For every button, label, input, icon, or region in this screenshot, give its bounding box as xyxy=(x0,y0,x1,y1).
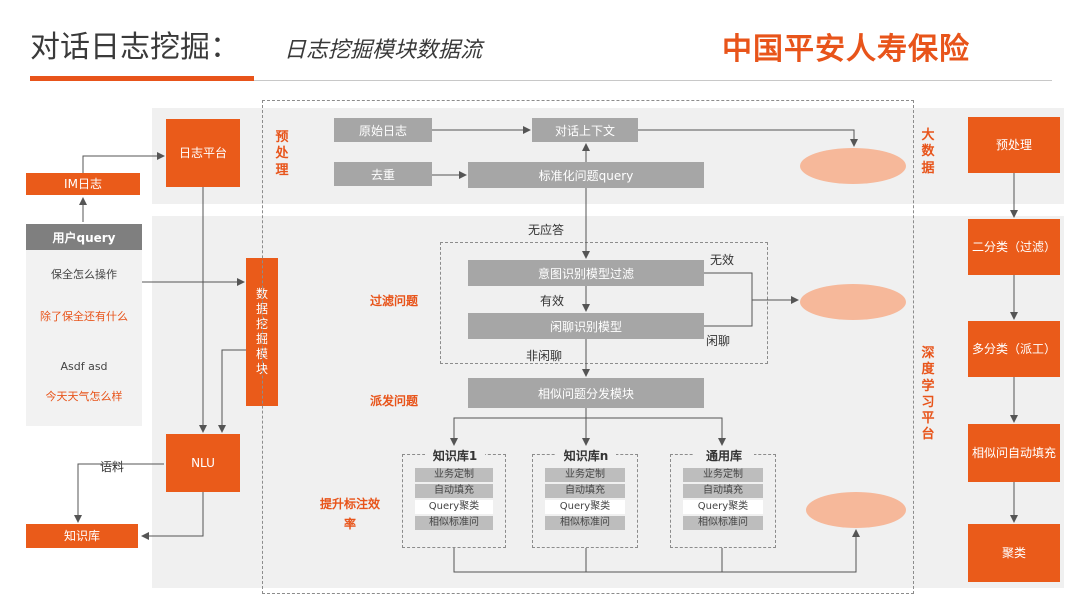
kb-1: 知识库1 业务定制 自动填充 Query聚类 相似标准问 xyxy=(402,447,506,548)
bigdata-label: 大数据 xyxy=(921,128,935,176)
kb-1-item-1: 业务定制 xyxy=(415,468,493,482)
kb-n-item-2: 自动填充 xyxy=(545,484,625,498)
kb-1-item-4: 相似标准问 xyxy=(415,516,493,530)
user-query-panel xyxy=(26,224,142,426)
kb-general-item-2: 自动填充 xyxy=(683,484,763,498)
page-subtitle: 日志挖掘模块数据流 xyxy=(284,38,483,63)
brand-logo: 中国平安人寿保险 xyxy=(722,32,970,67)
kb-n-item-1: 业务定制 xyxy=(545,468,625,482)
filter-label: 过滤问题 xyxy=(370,294,419,308)
mining-region xyxy=(262,100,914,594)
knowledge-base-box: 知识库 xyxy=(26,524,138,548)
non-chitchat-label: 非闲聊 xyxy=(526,349,563,363)
right-cluster-box: 聚类 xyxy=(968,524,1060,582)
kb-general-title: 通用库 xyxy=(694,447,754,464)
preprocess-label: 预处理 xyxy=(275,130,289,178)
chitchat-model-box: 闲聊识别模型 xyxy=(468,313,704,339)
kb-general: 通用库 业务定制 自动填充 Query聚类 相似标准问 xyxy=(670,447,776,548)
raw-log-box: 原始日志 xyxy=(334,118,432,142)
chitchat-label: 闲聊 xyxy=(706,334,731,348)
right-multiclass-box: 多分类（派工） xyxy=(968,321,1060,377)
right-preprocess-box: 预处理 xyxy=(968,117,1060,173)
kb-n-item-3: Query聚类 xyxy=(545,500,625,514)
bigdata-ellipse xyxy=(800,148,906,184)
kb-n-title: 知识库n xyxy=(556,447,616,464)
right-binary-box: 二分类（过滤） xyxy=(968,219,1060,275)
invalid-label: 无效 xyxy=(710,253,735,267)
dispatch-box: 相似问题分发模块 xyxy=(468,378,704,408)
standard-query-box: 标准化问题query xyxy=(468,162,704,188)
query-item-3: Asdf asd xyxy=(60,360,108,373)
data-mining-module-label: 数据挖掘模块 xyxy=(255,287,268,376)
filter-ellipse xyxy=(800,284,906,320)
query-item-4: 今天天气怎么样 xyxy=(45,390,123,403)
nlu-box: NLU xyxy=(166,434,240,492)
log-platform-box: 日志平台 xyxy=(166,119,240,187)
page-title: 对话日志挖掘： xyxy=(30,30,240,65)
improve-label: 提升标注效率 xyxy=(319,497,380,532)
intent-filter-box: 意图识别模型过滤 xyxy=(468,260,704,286)
im-log-box: IM日志 xyxy=(26,173,140,195)
kb-general-item-1: 业务定制 xyxy=(683,468,763,482)
dialog-context-box: 对话上下文 xyxy=(532,118,638,142)
filter-region xyxy=(440,242,768,364)
kb-1-item-2: 自动填充 xyxy=(415,484,493,498)
kb-ellipse xyxy=(806,492,906,528)
query-item-1: 保全怎么操作 xyxy=(51,268,117,281)
kb-general-item-3: Query聚类 xyxy=(683,500,763,514)
dedup-box: 去重 xyxy=(334,162,432,186)
deep-learning-label: 深度学习平台 xyxy=(921,346,935,443)
no-answer-label: 无应答 xyxy=(528,223,565,237)
valid-label: 有效 xyxy=(540,294,565,308)
title-accent-bar xyxy=(30,76,254,81)
right-autofill-box: 相似问自动填充 xyxy=(968,424,1060,482)
kb-general-item-4: 相似标准问 xyxy=(683,516,763,530)
dispatch-label: 派发问题 xyxy=(370,394,419,408)
kb-1-title: 知识库1 xyxy=(425,447,485,464)
kb-1-item-3: Query聚类 xyxy=(415,500,493,514)
kb-n-item-4: 相似标准问 xyxy=(545,516,625,530)
title-divider xyxy=(254,80,1052,81)
user-query-header: 用户query xyxy=(26,224,142,250)
kb-n: 知识库n 业务定制 自动填充 Query聚类 相似标准问 xyxy=(532,447,638,548)
query-item-2: 除了保全还有什么 xyxy=(40,310,128,323)
